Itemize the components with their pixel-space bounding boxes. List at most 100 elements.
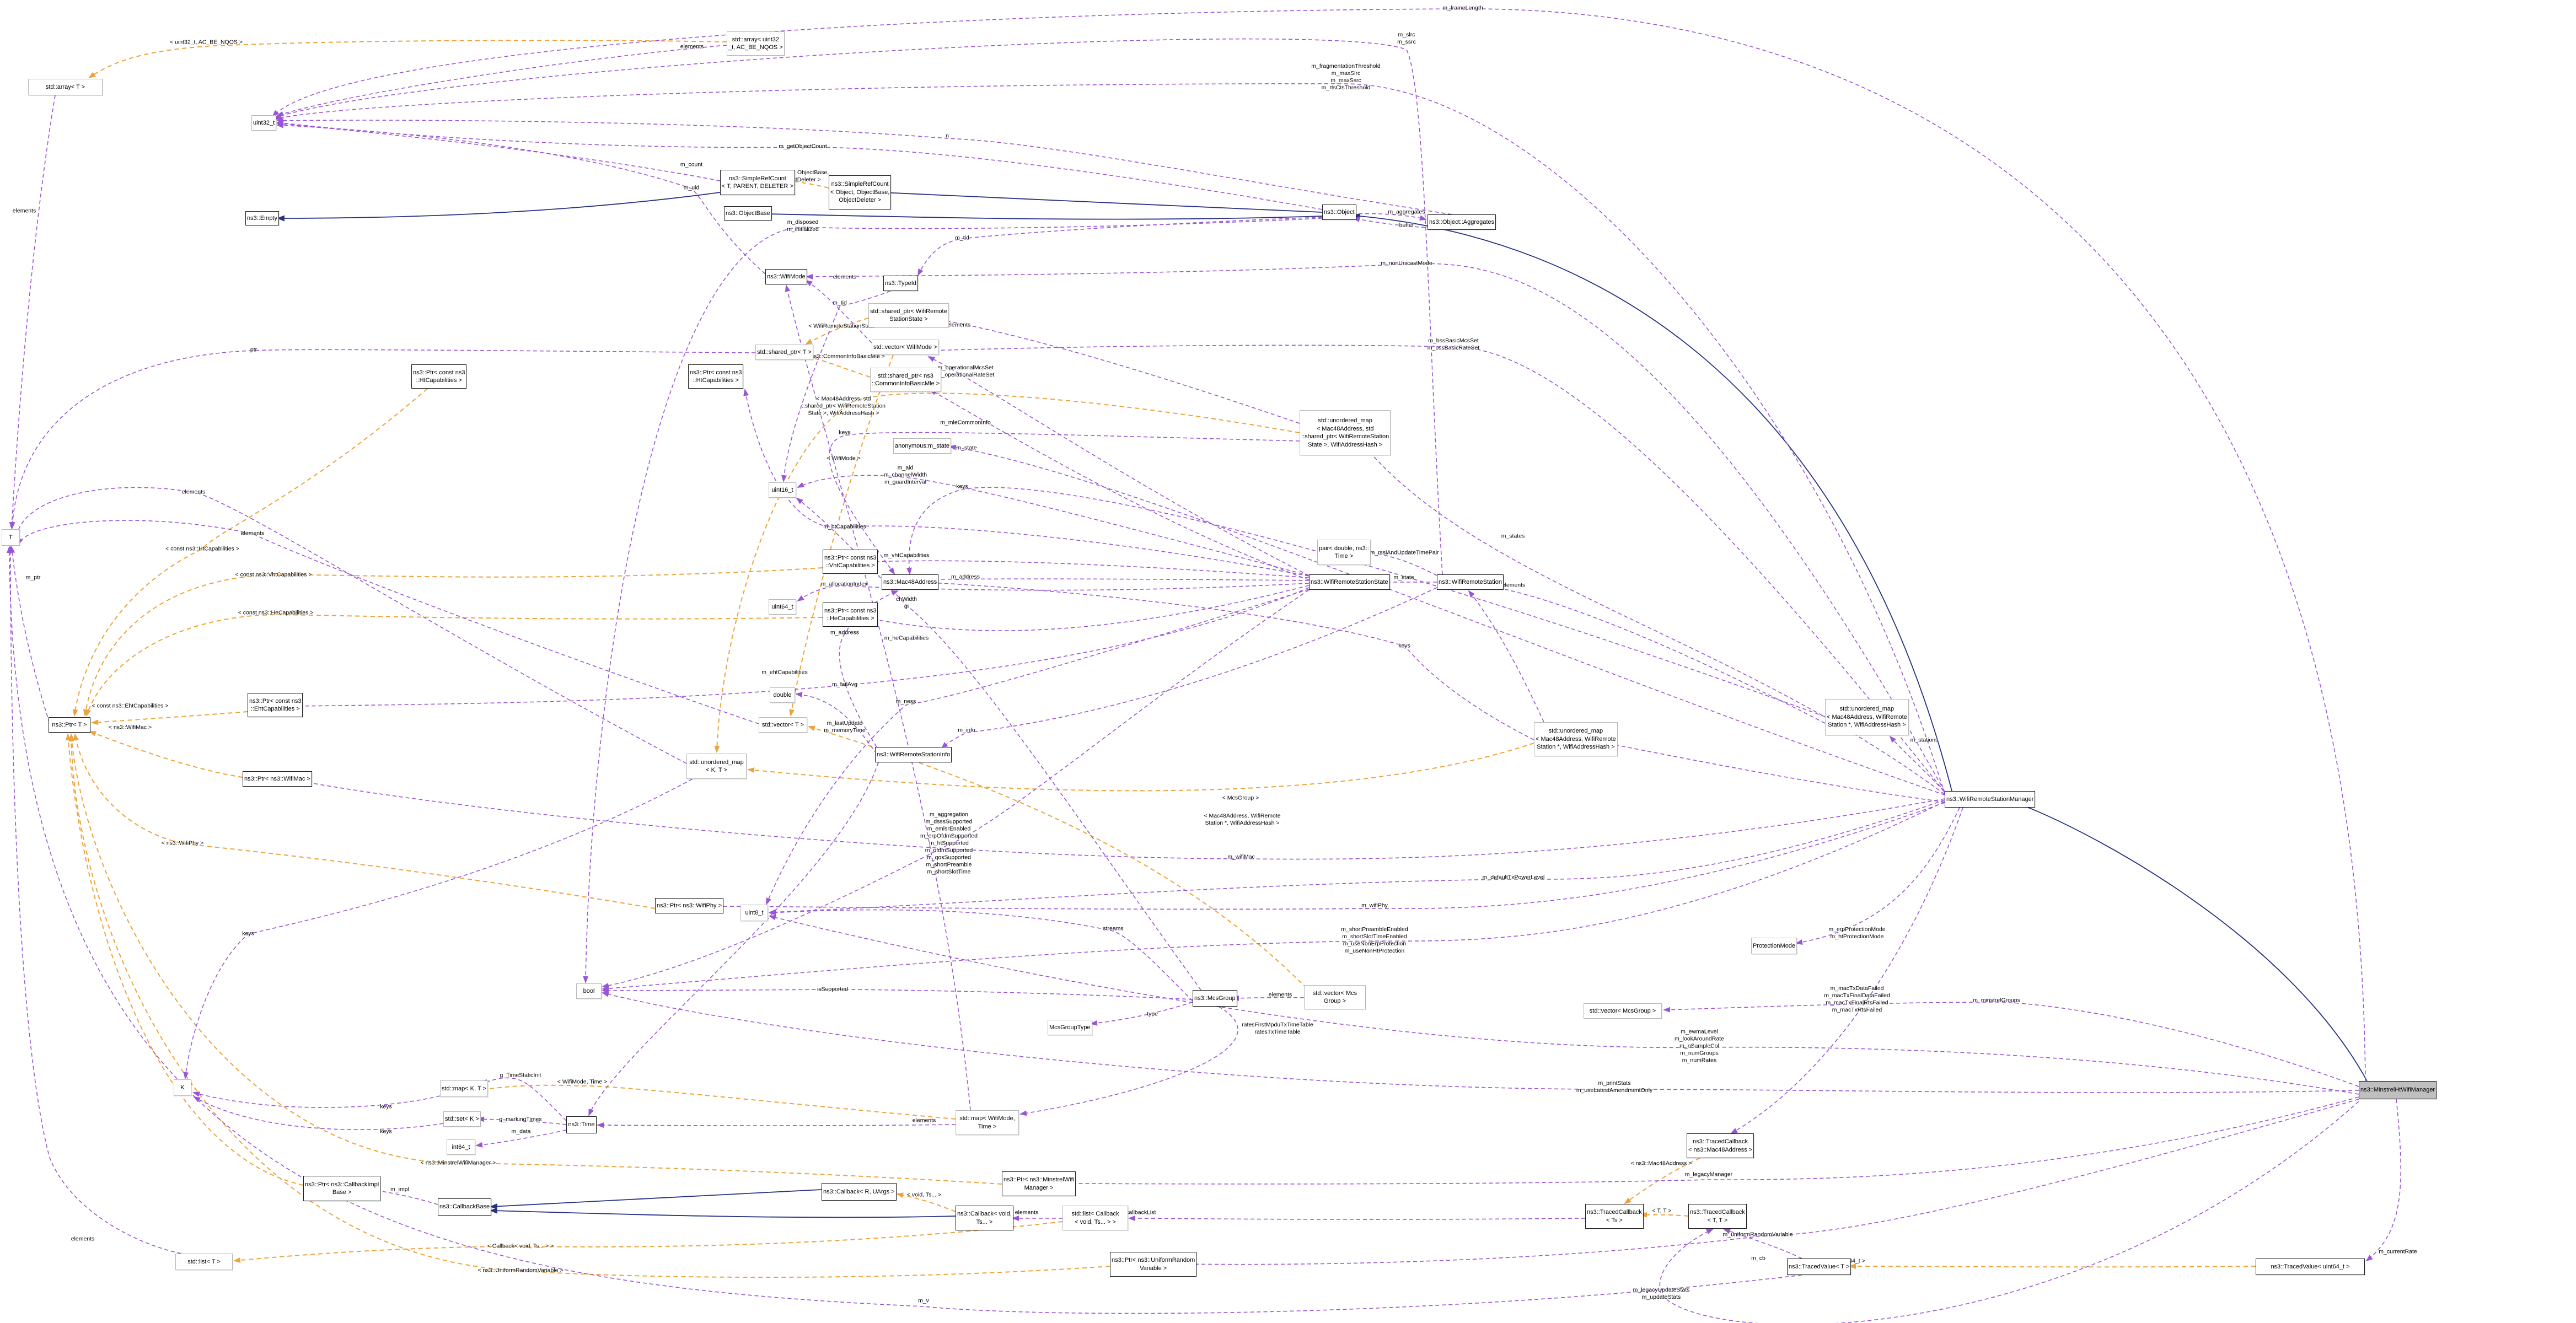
node-tracedcallback-mac48[interactable]: ns3::TracedCallback< ns3::Mac48Address >	[1687, 1133, 1754, 1158]
node-object-aggregates[interactable]: ns3::Object::Aggregates	[1427, 214, 1496, 230]
node-wrsm-label: ns3::WifiRemoteStationManager	[1946, 795, 2034, 803]
node-objectbase[interactable]: ns3::ObjectBase	[724, 206, 772, 220]
member-m-states	[1365, 447, 1945, 795]
node-ptr-const-ht-a[interactable]: ns3::Ptr< const ns3::HtCapabilities >	[411, 364, 467, 389]
node-int64-t[interactable]: int64_t	[447, 1139, 475, 1155]
node-k[interactable]: K	[174, 1079, 191, 1096]
node-shared-ptr-t-label: std::shared_ptr< T >	[757, 348, 812, 356]
node-std-array-uint32[interactable]: std::array< uint32_t, AC_BE_NQOS >	[727, 31, 785, 56]
node-ptr-const-he[interactable]: ns3::Ptr< const ns3::HeCapabilities >	[823, 603, 878, 627]
node-ptr-const-vht[interactable]: ns3::Ptr< const ns3::VhtCapabilities >	[823, 550, 878, 574]
member-m-ehtcapabilities	[294, 587, 1310, 709]
node-bool[interactable]: bool	[576, 983, 602, 999]
node-simplerefcount-obj-label: ns3::SimpleRefCount	[831, 181, 889, 188]
node-t[interactable]: T	[2, 529, 20, 546]
node-shared-ptr-t[interactable]: std::shared_ptr< T >	[755, 345, 813, 360]
node-ptr-const-eht-label: ns3::Ptr< const ns3	[249, 697, 302, 704]
tmpl-tracedvalue-uint64	[1849, 1263, 2256, 1270]
member-m-stations	[1889, 735, 1949, 797]
node-simplerefcount-tpd[interactable]: ns3::SimpleRefCount< T, PARENT, DELETER …	[720, 170, 795, 195]
member-m-tid-typeid	[781, 291, 891, 482]
node-vector-mcsgroup-2[interactable]: std::vector< McsGroup >	[1584, 1003, 1662, 1019]
node-ptr-const-eht[interactable]: ns3::Ptr< const ns3::EhtCapabilities >	[248, 693, 303, 717]
node-object[interactable]: ns3::Object	[1322, 205, 1356, 220]
node-protectionmode[interactable]: ProtectionMode	[1751, 938, 1797, 954]
node-list-callback[interactable]: std::list< Callback< void, Ts... > >	[1062, 1206, 1128, 1230]
node-umap-kt[interactable]: std::unordered_map< K, T >	[686, 754, 747, 779]
node-map-kt[interactable]: std::map< K, T >	[440, 1080, 488, 1097]
node-umap-raw-1[interactable]: std::unordered_map< Mac48Address, WifiRe…	[1534, 722, 1618, 756]
member-m-lastupdate	[588, 762, 879, 1116]
node-simplerefcount-obj[interactable]: ns3::SimpleRefCount< Object, ObjectBase,…	[829, 175, 892, 209]
node-wrsinfo-label: ns3::WifiRemoteStationInfo	[877, 751, 951, 758]
node-ptr-t[interactable]: ns3::Ptr< T >	[49, 717, 90, 733]
node-mac48address[interactable]: ns3::Mac48Address	[882, 574, 939, 590]
node-ptr-wifiphy[interactable]: ns3::Ptr< ns3::WifiPhy >	[655, 898, 723, 913]
node-tracedcallback-ts[interactable]: ns3::TracedCallback< Ts >	[1585, 1204, 1644, 1229]
node-tracedvalue-t[interactable]: ns3::TracedValue< T >	[1787, 1259, 1852, 1275]
node-uint16-t[interactable]: uint16_t	[769, 482, 796, 498]
node-umap-raw-2[interactable]: std::unordered_map< Mac48Address, WifiRe…	[1825, 699, 1909, 735]
node-vector-t-label: std::vector< T >	[761, 721, 804, 728]
node-vector-wifimode[interactable]: std::vector< WifiMode >	[872, 340, 939, 355]
tmpl-ptr-callbackimpl	[65, 733, 304, 1186]
node-empty[interactable]: ns3::Empty	[245, 211, 280, 225]
node-mcsgrouptype[interactable]: McsGroupType	[1048, 1020, 1092, 1035]
node-tracedvalue-uint64[interactable]: ns3::TracedValue< uint64_t >	[2256, 1259, 2365, 1275]
node-uint64-t-label: uint64_t	[771, 603, 793, 610]
node-callback-r-uargs[interactable]: ns3::Callback< R, UArgs >	[822, 1183, 897, 1201]
node-tracedcallback-tt[interactable]: ns3::TracedCallback< T, T >	[1688, 1204, 1747, 1229]
node-ptr-const-ht-b[interactable]: ns3::Ptr< const ns3::HtCapabilities >	[688, 364, 744, 389]
tmpl-array	[88, 40, 727, 79]
node-mcsgroup[interactable]: ns3::McsGroup	[1193, 990, 1237, 1007]
member-m-count	[276, 121, 721, 181]
node-wrs[interactable]: ns3::WifiRemoteStation	[1437, 574, 1504, 590]
node-list-t[interactable]: std::list< T >	[175, 1254, 233, 1270]
node-uint8-t[interactable]: uint8_t	[740, 905, 768, 921]
node-pair-double-time-label: Time >	[1334, 553, 1354, 560]
node-shared-ptr-mle[interactable]: std::shared_ptr< ns3::CommonInfoBasicMle…	[870, 368, 942, 392]
node-ptr-const-ht-a-label: ns3::Ptr< const ns3	[413, 369, 465, 376]
node-pair-double-time[interactable]: pair< double, ns3::Time >	[1317, 540, 1371, 565]
tmpl-sharedptr-wrss	[805, 318, 869, 345]
node-simplerefcount-tpd-label: < T, PARENT, DELETER >	[722, 183, 793, 190]
node-wifimode[interactable]: ns3::WifiMode	[765, 269, 807, 284]
member-m-erpprotectionmode	[1795, 807, 1960, 945]
tmpl-ptr-he	[85, 614, 823, 717]
member-m-nonunicastmode	[806, 263, 1945, 792]
node-set-k[interactable]: std::set< K >	[443, 1111, 481, 1127]
tmpl-tracedcallback-tt	[1640, 1212, 1689, 1218]
node-objectbase-label: ns3::ObjectBase	[726, 209, 770, 217]
node-callback-void-ts[interactable]: ns3::Callback< void,Ts... >	[956, 1206, 1013, 1230]
node-uint64-t[interactable]: uint64_t	[769, 599, 796, 615]
inherit-wrsm-object	[1353, 213, 1952, 792]
node-minstrelhtwifimanager[interactable]: ns3::MinstrelHtWifiManager	[2359, 1081, 2437, 1099]
node-typeid[interactable]: ns3::TypeId	[883, 276, 918, 291]
node-map-wifimode-time[interactable]: std::map< WifiMode,Time >	[956, 1110, 1019, 1135]
node-umap-shared[interactable]: std::unordered_map< Mac48Address, std::s…	[1300, 410, 1391, 455]
node-wrsinfo[interactable]: ns3::WifiRemoteStationInfo	[875, 747, 952, 762]
node-anonymous-m-state[interactable]: anonymous:m_state	[893, 438, 952, 454]
node-ptr-wifimac[interactable]: ns3::Ptr< ns3::WifiMac >	[243, 771, 312, 787]
node-std-array-t[interactable]: std::array< T >	[28, 79, 103, 95]
node-callbackbase[interactable]: ns3::CallbackBase	[438, 1198, 492, 1216]
node-time[interactable]: ns3::Time	[566, 1116, 597, 1133]
node-vector-t[interactable]: std::vector< T >	[759, 717, 807, 733]
node-uint32-t[interactable]: uint32_t	[251, 115, 277, 131]
member-keys-map-wt	[785, 284, 971, 1111]
member-elements-array-t	[9, 95, 56, 529]
node-wrsm[interactable]: ns3::WifiRemoteStationManager	[1945, 791, 2036, 808]
node-double[interactable]: double	[770, 687, 795, 703]
node-wrss[interactable]: ns3::WifiRemoteStationState	[1309, 574, 1390, 590]
member-m-minstrelgroups	[1663, 1002, 2359, 1087]
member-m-info	[941, 587, 1437, 749]
node-callback-void-ts-label: ns3::Callback< void,	[957, 1211, 1012, 1217]
node-anonymous-m-state-label: anonymous:m_state	[895, 442, 950, 449]
node-tracedcallback-ts-label: ns3::TracedCallback	[1587, 1209, 1642, 1216]
